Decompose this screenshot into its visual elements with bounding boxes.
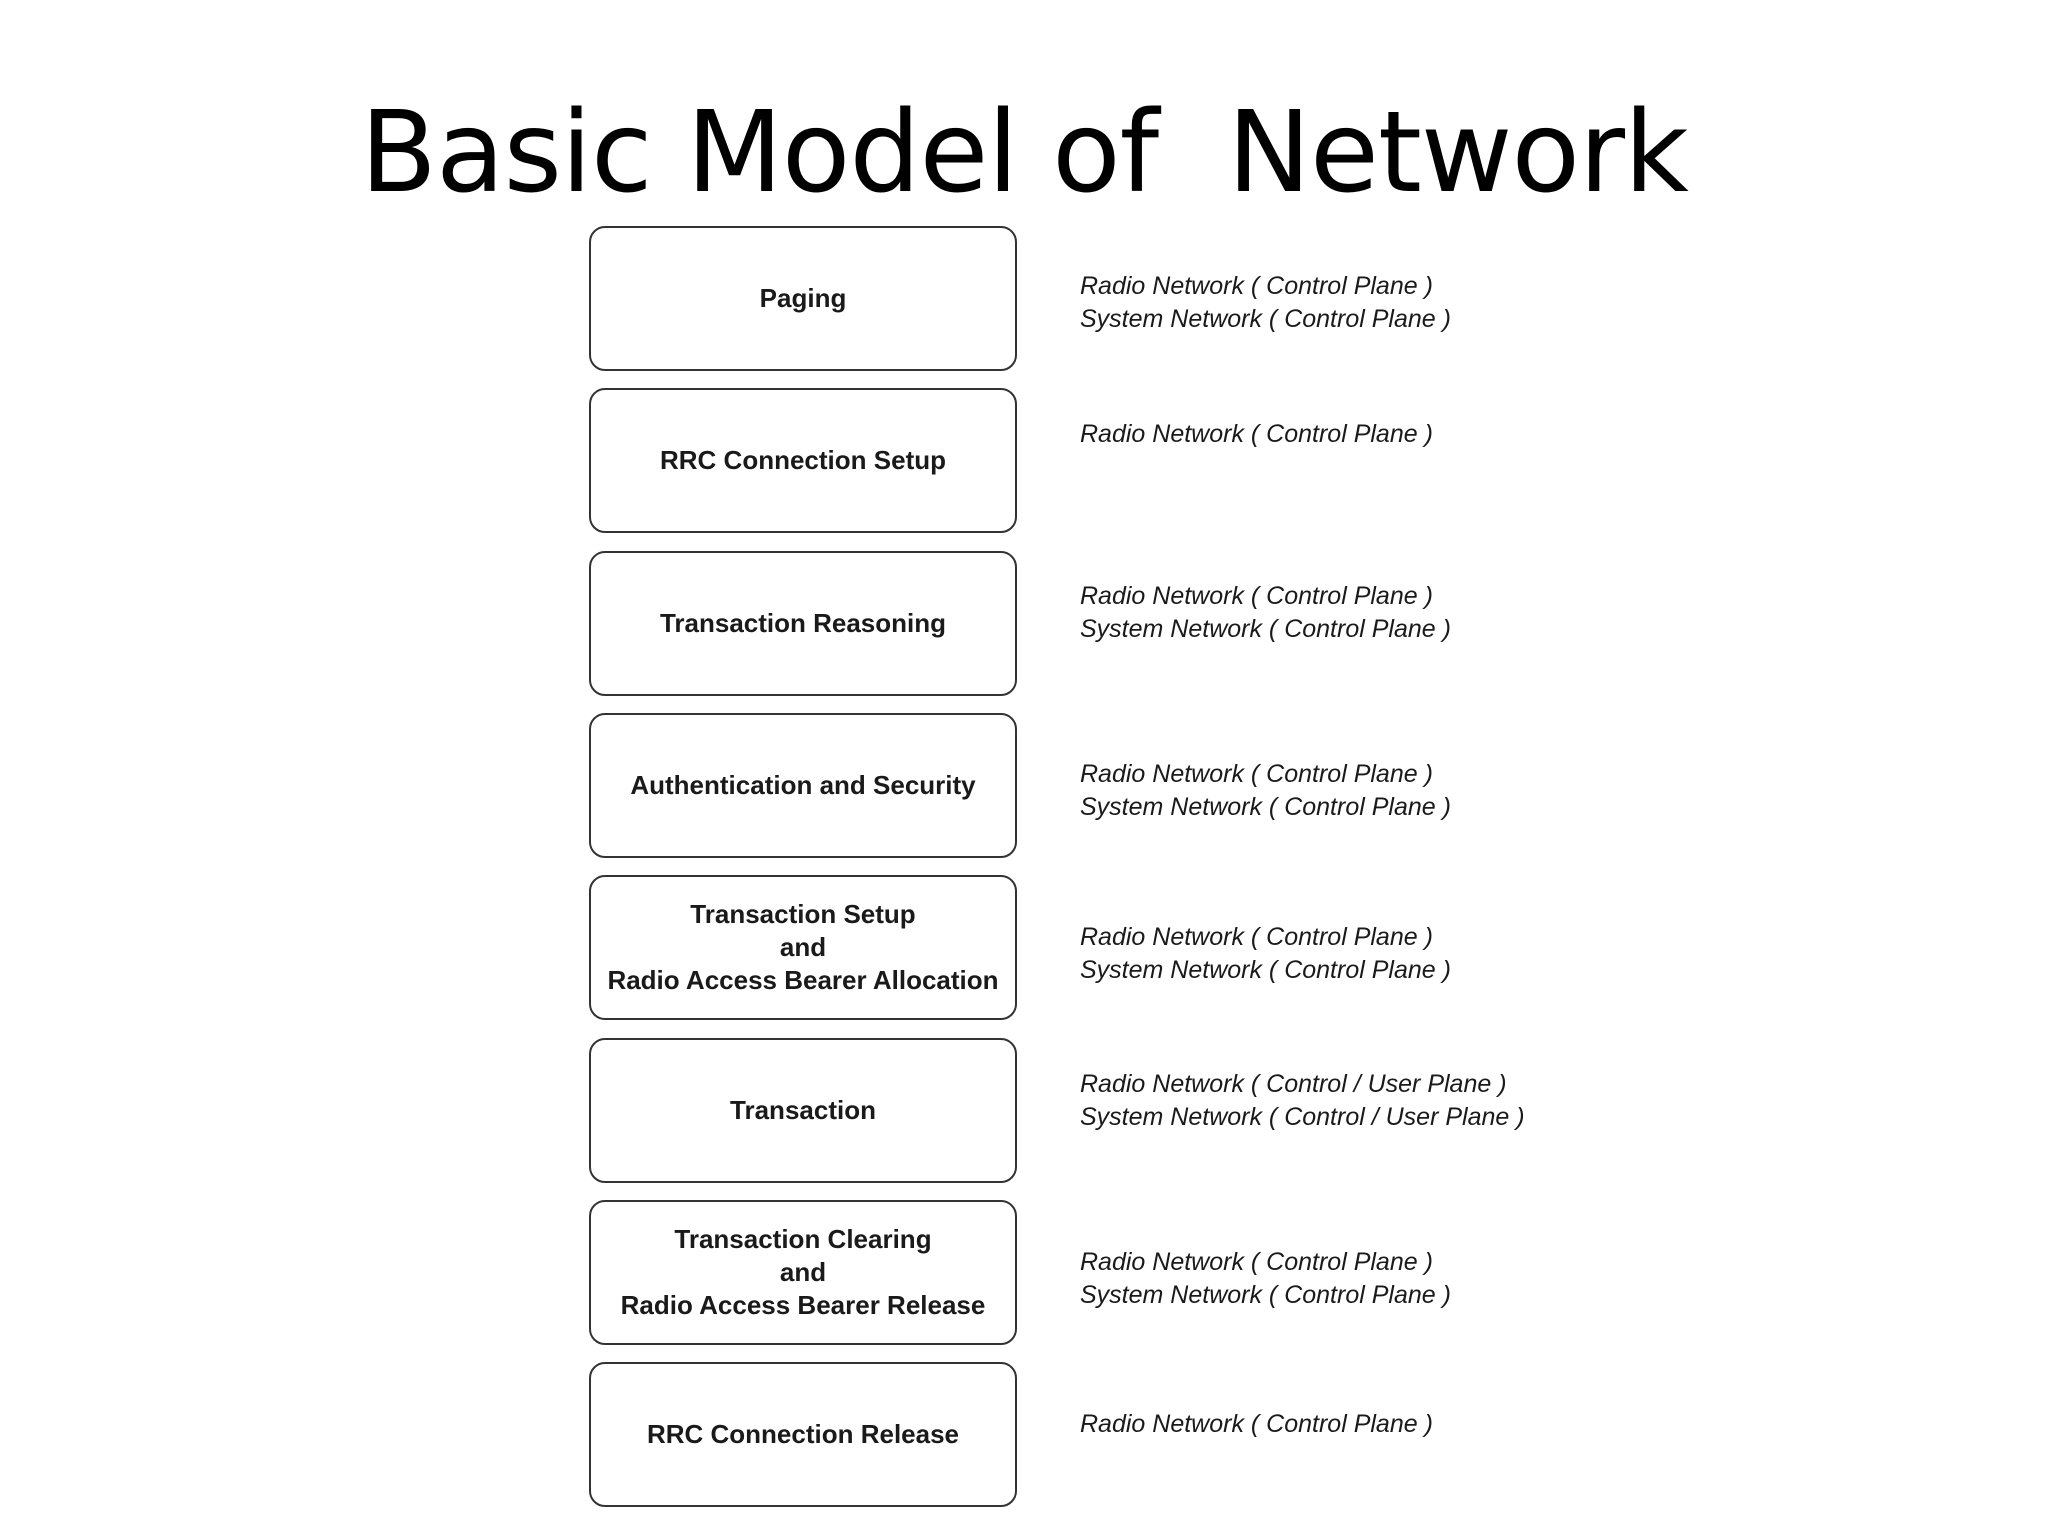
- slide-title: Basic Model of Network: [360, 88, 1689, 218]
- note-line: System Network ( Control Plane ): [1080, 305, 1451, 333]
- step-note-transaction-setup: Radio Network ( Control Plane ) System N…: [1080, 921, 1580, 987]
- step-note-rrc-connection-release: Radio Network ( Control Plane ): [1080, 1408, 1580, 1441]
- note-line: Radio Network ( Control Plane ): [1080, 272, 1433, 300]
- step-note-authentication-and-security: Radio Network ( Control Plane ) System N…: [1080, 758, 1580, 824]
- step-note-rrc-connection-setup: Radio Network ( Control Plane ): [1080, 418, 1580, 451]
- step-box-authentication-and-security: Authentication and Security: [589, 713, 1017, 858]
- step-note-transaction-clearing: Radio Network ( Control Plane ) System N…: [1080, 1246, 1580, 1312]
- note-line: System Network ( Control Plane ): [1080, 956, 1451, 984]
- step-box-transaction-reasoning: Transaction Reasoning: [589, 551, 1017, 696]
- note-line: System Network ( Control Plane ): [1080, 793, 1451, 821]
- step-label: Authentication and Security: [630, 770, 976, 800]
- step-label: Transaction: [730, 1095, 876, 1125]
- step-box-transaction: Transaction: [589, 1038, 1017, 1183]
- step-label: RRC Connection Setup: [660, 445, 946, 475]
- step-note-paging: Radio Network ( Control Plane ) System N…: [1080, 270, 1580, 336]
- step-box-rrc-connection-release: RRC Connection Release: [589, 1362, 1017, 1507]
- step-label: Transaction Clearing and Radio Access Be…: [620, 1224, 986, 1320]
- note-line: Radio Network ( Control Plane ): [1080, 923, 1433, 951]
- step-box-transaction-setup: Transaction Setup and Radio Access Beare…: [589, 875, 1017, 1020]
- step-box-paging: Paging: [589, 226, 1017, 371]
- step-box-transaction-clearing: Transaction Clearing and Radio Access Be…: [589, 1200, 1017, 1345]
- note-line: Radio Network ( Control Plane ): [1080, 420, 1433, 448]
- note-line: System Network ( Control Plane ): [1080, 1281, 1451, 1309]
- step-label: Paging: [759, 283, 847, 313]
- step-box-rrc-connection-setup: RRC Connection Setup: [589, 388, 1017, 533]
- note-line: Radio Network ( Control Plane ): [1080, 1410, 1433, 1438]
- step-note-transaction: Radio Network ( Control / User Plane ) S…: [1080, 1068, 1580, 1134]
- note-line: System Network ( Control Plane ): [1080, 615, 1451, 643]
- step-note-transaction-reasoning: Radio Network ( Control Plane ) System N…: [1080, 580, 1580, 646]
- step-label: RRC Connection Release: [646, 1419, 960, 1449]
- step-label: Transaction Reasoning: [659, 608, 947, 638]
- note-line: Radio Network ( Control Plane ): [1080, 760, 1433, 788]
- step-label: Transaction Setup and Radio Access Beare…: [607, 899, 999, 995]
- note-line: Radio Network ( Control / User Plane ): [1080, 1070, 1507, 1098]
- note-line: Radio Network ( Control Plane ): [1080, 1248, 1433, 1276]
- note-line: Radio Network ( Control Plane ): [1080, 582, 1433, 610]
- note-line: System Network ( Control / User Plane ): [1080, 1103, 1525, 1131]
